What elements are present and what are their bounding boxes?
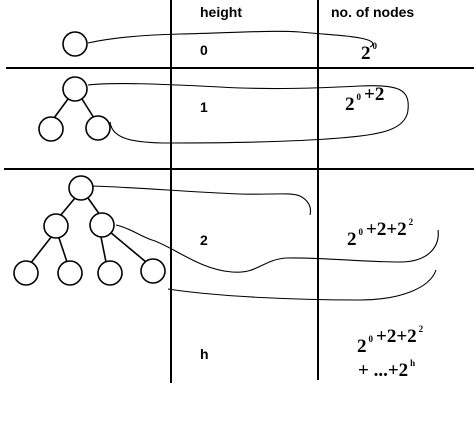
formula-exponent: 0 [369,334,374,344]
tree-node [85,115,111,141]
formula-term: + ...+2 [358,360,408,381]
formula-term: +2+2 [366,219,407,240]
tree-node [68,175,94,201]
nodes-header: no. of nodes [331,4,414,20]
tree-node [43,213,69,239]
formula-term: +2 [364,84,384,105]
tree-edge [100,236,107,263]
formula-exponent: 2 [409,217,414,227]
formula-exponent: 0 [373,41,378,51]
table-grid [4,0,474,383]
formula-term: 2 [347,229,357,250]
formula-exponent: h [410,358,415,368]
tree-node [62,76,88,102]
formula-term: +2+2 [376,326,417,347]
tree-edge [87,197,101,216]
tree-edge [53,98,69,119]
formula-exponent: 2 [419,324,424,334]
tree-node [38,116,64,142]
tree-edge [29,235,53,265]
height-value-1: 1 [200,99,208,115]
tree-height-2 [13,175,166,286]
height-header: height [200,4,242,20]
connector-curves [87,30,439,301]
formula-term: 2 [357,336,367,357]
tree-node [89,212,115,238]
tree-edge [58,237,68,263]
formula-exponent: 0 [357,92,362,102]
height-value-0: 0 [200,42,208,58]
height-value-h: h [200,346,209,362]
height-value-2: 2 [200,232,208,248]
formula-term: 2 [361,43,371,64]
tree-node [13,260,39,286]
tree-edge [109,231,147,263]
connector-curve-height-0 [87,30,374,48]
tree-edge [81,98,95,119]
tree-node [97,260,123,286]
tree-node [57,260,83,286]
tree-height-0 [62,31,88,57]
connector-curve-height-1 [87,82,409,144]
formula-exponent: 0 [359,227,364,237]
connector-curve-height-2 [91,185,439,301]
tree-node [62,31,88,57]
tree-height-1 [38,76,111,142]
formula-term: 2 [345,94,355,115]
tree-node [140,258,166,284]
tree-edge [59,197,76,217]
